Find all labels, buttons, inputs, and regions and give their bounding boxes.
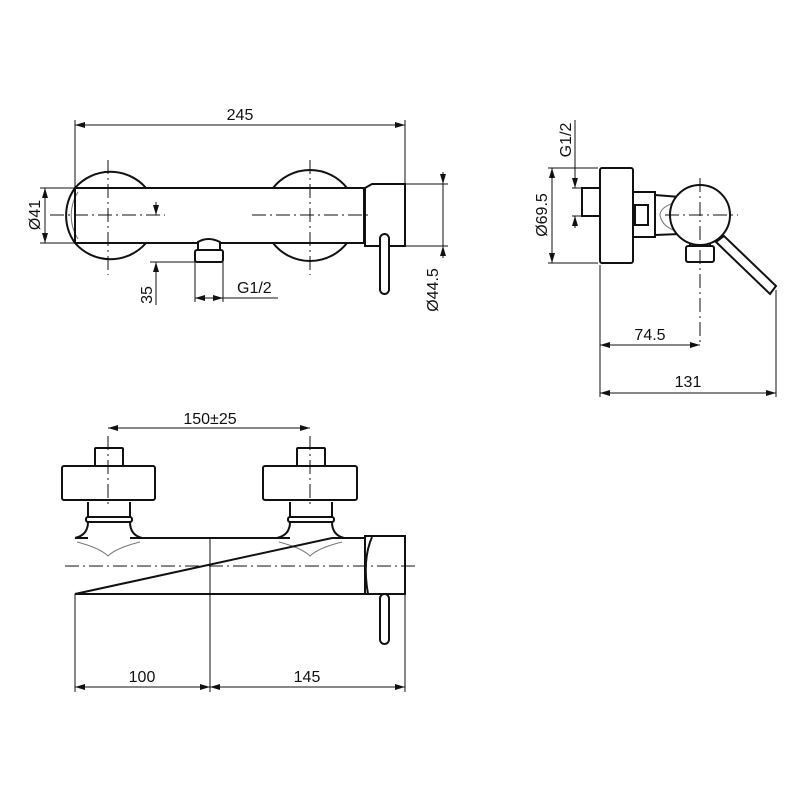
dim-axis-depth: 74.5	[634, 327, 665, 344]
handle-body	[364, 183, 406, 247]
lever	[379, 233, 390, 295]
dim-outlet-offset: 35	[139, 286, 156, 304]
left-rosette	[65, 170, 147, 261]
dim-overall-depth: 131	[675, 374, 702, 391]
dim-left-offset: 100	[129, 669, 156, 686]
dim-handle-diameter: Ø44.5	[425, 268, 442, 312]
dim-inlet-thread: G1/2	[558, 123, 575, 158]
dim-body-diameter: Ø41	[27, 200, 44, 230]
side-view: G1/2 Ø69.5 74.5 131	[534, 120, 778, 397]
front-view: 245 Ø41 35 G1/2 Ø44.5	[27, 107, 448, 312]
dim-right-offset: 145	[294, 669, 321, 686]
dim-overall-width: 245	[227, 107, 254, 124]
side-rosette	[599, 167, 634, 264]
top-handle	[364, 535, 406, 595]
dim-inlet-spacing: 150±25	[183, 411, 236, 428]
mixer-body	[74, 187, 365, 244]
side-connector	[632, 191, 656, 238]
side-inlet-stub	[581, 187, 601, 217]
top-lever	[379, 593, 390, 645]
dim-outlet-thread: G1/2	[237, 280, 272, 297]
side-lever	[714, 234, 778, 296]
top-view: 150±25 100 145	[61, 411, 415, 692]
outlet	[197, 238, 221, 251]
right-inlet	[262, 447, 358, 557]
dim-rosette-diameter: Ø69.5	[534, 193, 551, 237]
